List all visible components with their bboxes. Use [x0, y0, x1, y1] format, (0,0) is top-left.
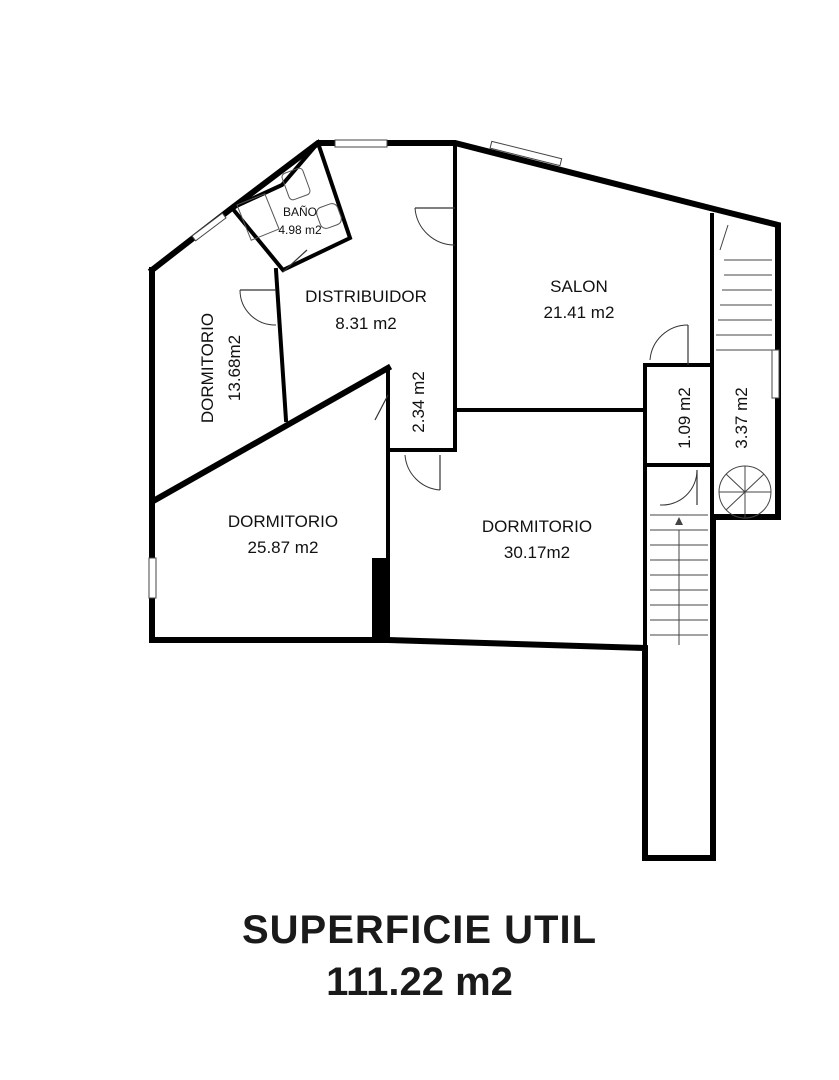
label-bano-area: 4.98 m2: [278, 223, 322, 237]
column: [372, 558, 390, 640]
windows: [148, 139, 780, 599]
summary-value: 111.22 m2: [326, 960, 513, 1004]
window-stair: [771, 349, 780, 399]
window-dorm-left: [191, 212, 227, 242]
bano-walls: [228, 139, 353, 273]
wall-diagonal: [150, 363, 393, 505]
exterior-walls: [147, 140, 781, 861]
shower-icon: [236, 193, 280, 241]
label-dorm-mid-name: DORMITORIO: [228, 512, 338, 531]
door-aseo: [649, 324, 689, 361]
stair-lower: [650, 514, 708, 645]
stairs: [650, 224, 772, 645]
label-pasillo-area: 2.34 m2: [409, 371, 428, 432]
sink-icon: [316, 203, 342, 229]
label-aseo-area: 1.09 m2: [675, 387, 694, 448]
stair-upper: [716, 224, 772, 351]
label-distribuidor-name: DISTRIBUIDOR: [305, 287, 427, 306]
label-dorm-mid-area: 25.87 m2: [248, 538, 319, 557]
window-salon: [489, 140, 563, 167]
interior-walls: [150, 139, 714, 650]
doors: [239, 207, 698, 506]
label-bano-name: BAÑO: [283, 205, 317, 219]
window-dorm-mid: [148, 557, 157, 599]
window-top: [334, 139, 388, 148]
label-escalera-area: 3.37 m2: [732, 387, 751, 448]
label-dorm-right-area: 30.17m2: [504, 543, 570, 562]
door-distribuidor: [414, 207, 456, 246]
bano-fixtures: [236, 167, 342, 241]
summary-title: SUPERFICIE UTIL: [241, 908, 598, 952]
label-distribuidor-area: 8.31 m2: [335, 314, 396, 333]
room-labels: BAÑO 4.98 m2 DISTRIBUIDOR 8.31 m2 SALON …: [198, 205, 751, 562]
label-dorm-left-area: 13.68m2: [225, 335, 244, 401]
door-pasillo: [374, 394, 389, 421]
door-dorm-left: [239, 289, 277, 326]
toilet-icon: [281, 167, 311, 201]
door-dorm-right: [404, 454, 441, 491]
label-dorm-left-name: DORMITORIO: [198, 313, 217, 423]
wall-dorm-left-east: [273, 267, 289, 423]
label-salon-area: 21.41 m2: [544, 303, 615, 322]
label-salon-name: SALON: [550, 277, 608, 296]
door-stair: [659, 469, 698, 506]
label-dorm-right-name: DORMITORIO: [482, 517, 592, 536]
door-bano: [282, 249, 308, 273]
stair-spiral: [718, 465, 772, 519]
